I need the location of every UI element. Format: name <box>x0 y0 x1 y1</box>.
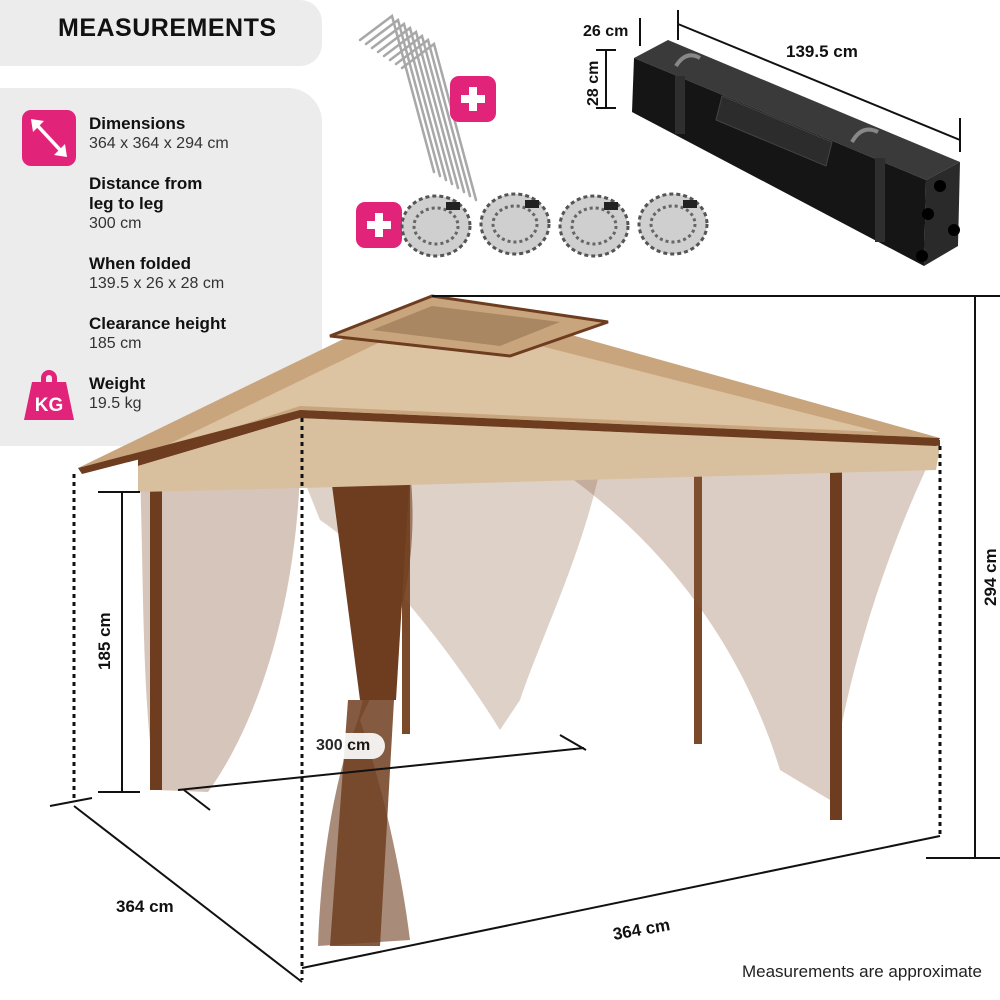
spec-label-line2: leg to leg <box>89 194 164 213</box>
gazebo-width-label: 364 cm <box>611 915 671 944</box>
gazebo-dimension-lines <box>49 295 1000 983</box>
spec-value: 139.5 x 26 x 28 cm <box>89 275 225 292</box>
kg-weight-icon: KG <box>24 370 74 420</box>
spec-folded: When folded 139.5 x 26 x 28 cm <box>89 254 224 294</box>
spec-label: Clearance height <box>89 314 226 333</box>
spec-value: 364 x 364 x 294 cm <box>89 135 229 152</box>
plus-icon <box>356 202 402 248</box>
clearance-height-label: 185 cm <box>95 612 114 670</box>
bag-dimension-lines <box>596 10 961 152</box>
gazebo-image <box>78 294 940 946</box>
footnote: Measurements are approximate <box>741 962 982 981</box>
spec-weight: Weight 19.5 kg <box>89 374 145 414</box>
carry-bag-image <box>632 40 960 266</box>
plus-icon <box>450 76 496 122</box>
guy-ropes-image <box>400 192 709 258</box>
spec-leg-distance: Distance from leg to leg 300 cm <box>89 174 202 234</box>
spec-dimensions: Dimensions 364 x 364 x 294 cm <box>89 114 229 154</box>
spec-label: When folded <box>89 254 191 273</box>
bag-length-label: 139.5 cm <box>786 42 858 61</box>
spec-value: 185 cm <box>89 335 142 352</box>
leg-distance-pill: 300 cm <box>307 733 385 759</box>
spec-value: 300 cm <box>89 215 142 232</box>
weight-icon-tile: KG <box>22 366 76 422</box>
diagonal-arrow-icon <box>31 119 67 157</box>
spec-label: Distance from <box>89 174 203 193</box>
bag-width-label: 26 cm <box>583 23 628 40</box>
spec-label: Dimensions <box>89 114 186 133</box>
kg-label: KG <box>35 395 64 416</box>
dimensions-icon-tile <box>22 110 76 166</box>
gazebo-height-label: 294 cm <box>981 548 1000 606</box>
heading-box: MEASUREMENTS <box>0 0 322 66</box>
bag-height-label: 28 cm <box>585 61 602 106</box>
leg-distance-label: 300 cm <box>316 737 371 754</box>
gazebo-depth-label: 364 cm <box>116 897 174 916</box>
page-title: MEASUREMENTS <box>58 14 277 42</box>
spec-label: Weight <box>89 374 146 393</box>
spec-value: 19.5 kg <box>89 395 142 412</box>
ground-stakes-image <box>358 13 478 202</box>
spec-clearance: Clearance height 185 cm <box>89 314 226 354</box>
